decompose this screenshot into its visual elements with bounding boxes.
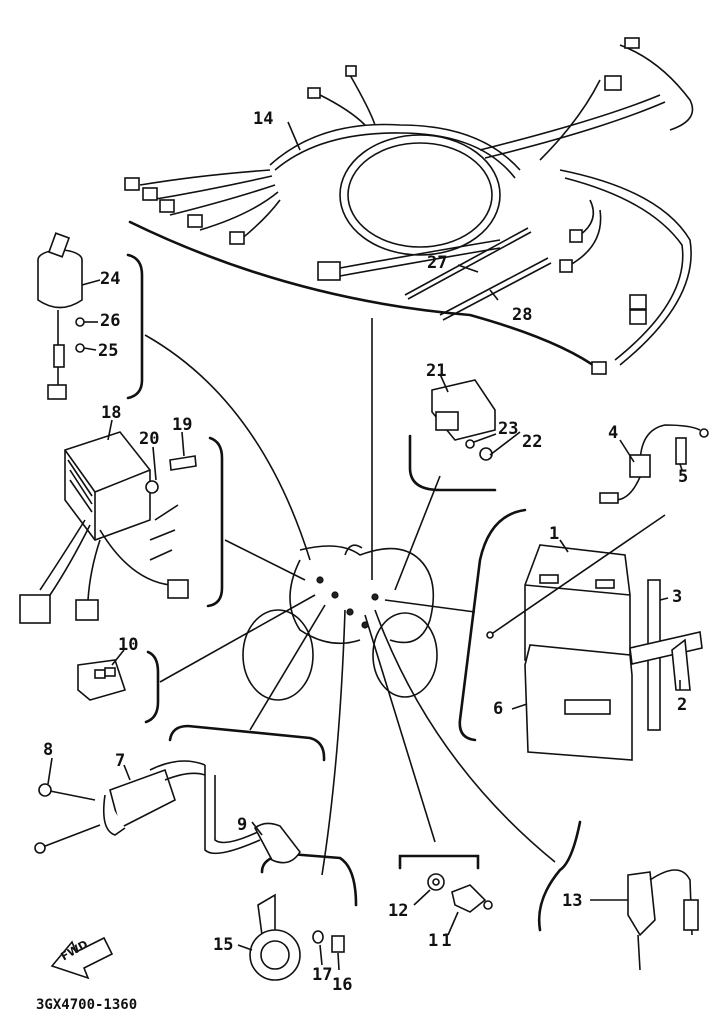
sensor-assembly <box>599 424 709 504</box>
motorcycle-frame-outline <box>242 544 438 701</box>
switch-11-12 <box>427 873 493 913</box>
callout-10: 10 <box>118 635 139 655</box>
forward-arrow-icon <box>50 936 114 980</box>
callout-11: 11 <box>428 931 455 951</box>
horn-group-bracket <box>260 852 358 907</box>
callout-3: 3 <box>672 587 683 607</box>
callout-27: 27 <box>427 253 448 273</box>
callout-1: 1 <box>549 524 560 544</box>
callout-12: 12 <box>388 901 409 921</box>
callout-6: 6 <box>493 699 504 719</box>
callout-7: 7 <box>115 751 126 771</box>
callout-2: 2 <box>677 695 688 715</box>
diagram-code: 3GX4700-1360 <box>36 997 138 1013</box>
main-switch <box>37 232 85 400</box>
callout-21: 21 <box>426 361 447 381</box>
wire-strap-28-b <box>442 262 552 321</box>
cap-group-bracket <box>537 820 582 932</box>
callout-25: 25 <box>98 341 119 361</box>
callout-8: 8 <box>43 740 54 760</box>
callout-26: 26 <box>100 311 121 331</box>
callout-17: 17 <box>312 965 333 985</box>
switch11-group-bracket <box>398 854 480 870</box>
frame-leader-lines <box>144 318 556 876</box>
wire-harness <box>124 37 694 375</box>
wire-band-27 <box>404 227 529 296</box>
wire-band-27-b <box>407 231 532 300</box>
callout-9: 9 <box>237 815 248 835</box>
rectifier-regulator <box>431 379 496 461</box>
callout-28: 28 <box>512 305 533 325</box>
callout-4: 4 <box>608 423 619 443</box>
callout-22: 22 <box>522 432 543 452</box>
battery-group-bracket <box>458 508 527 742</box>
callout-20: 20 <box>139 429 160 449</box>
callout-16: 16 <box>332 975 353 995</box>
horn <box>249 893 345 981</box>
callout-24: 24 <box>100 269 121 289</box>
connector-10 <box>77 659 127 701</box>
callout-23: 23 <box>498 419 519 439</box>
spark-plug-cap <box>627 869 699 971</box>
callout-15: 15 <box>213 935 234 955</box>
connector-group-bracket <box>144 650 160 724</box>
ignition-coil <box>34 760 301 864</box>
battery <box>486 514 703 761</box>
cdi-unit <box>19 431 197 624</box>
callout-19: 19 <box>172 415 193 435</box>
switch-group-bracket <box>126 253 144 400</box>
harness-group-bracket <box>128 220 602 372</box>
callout-18: 18 <box>101 403 122 423</box>
callout-14: 14 <box>253 109 274 129</box>
coil-group-bracket <box>168 724 326 762</box>
cdi-group-bracket <box>206 436 224 608</box>
rectifier-group-bracket <box>408 434 497 492</box>
wire-strap-28 <box>439 257 549 316</box>
callout-13: 13 <box>562 891 583 911</box>
callout-5: 5 <box>678 467 689 487</box>
callout-leaders <box>47 121 683 971</box>
